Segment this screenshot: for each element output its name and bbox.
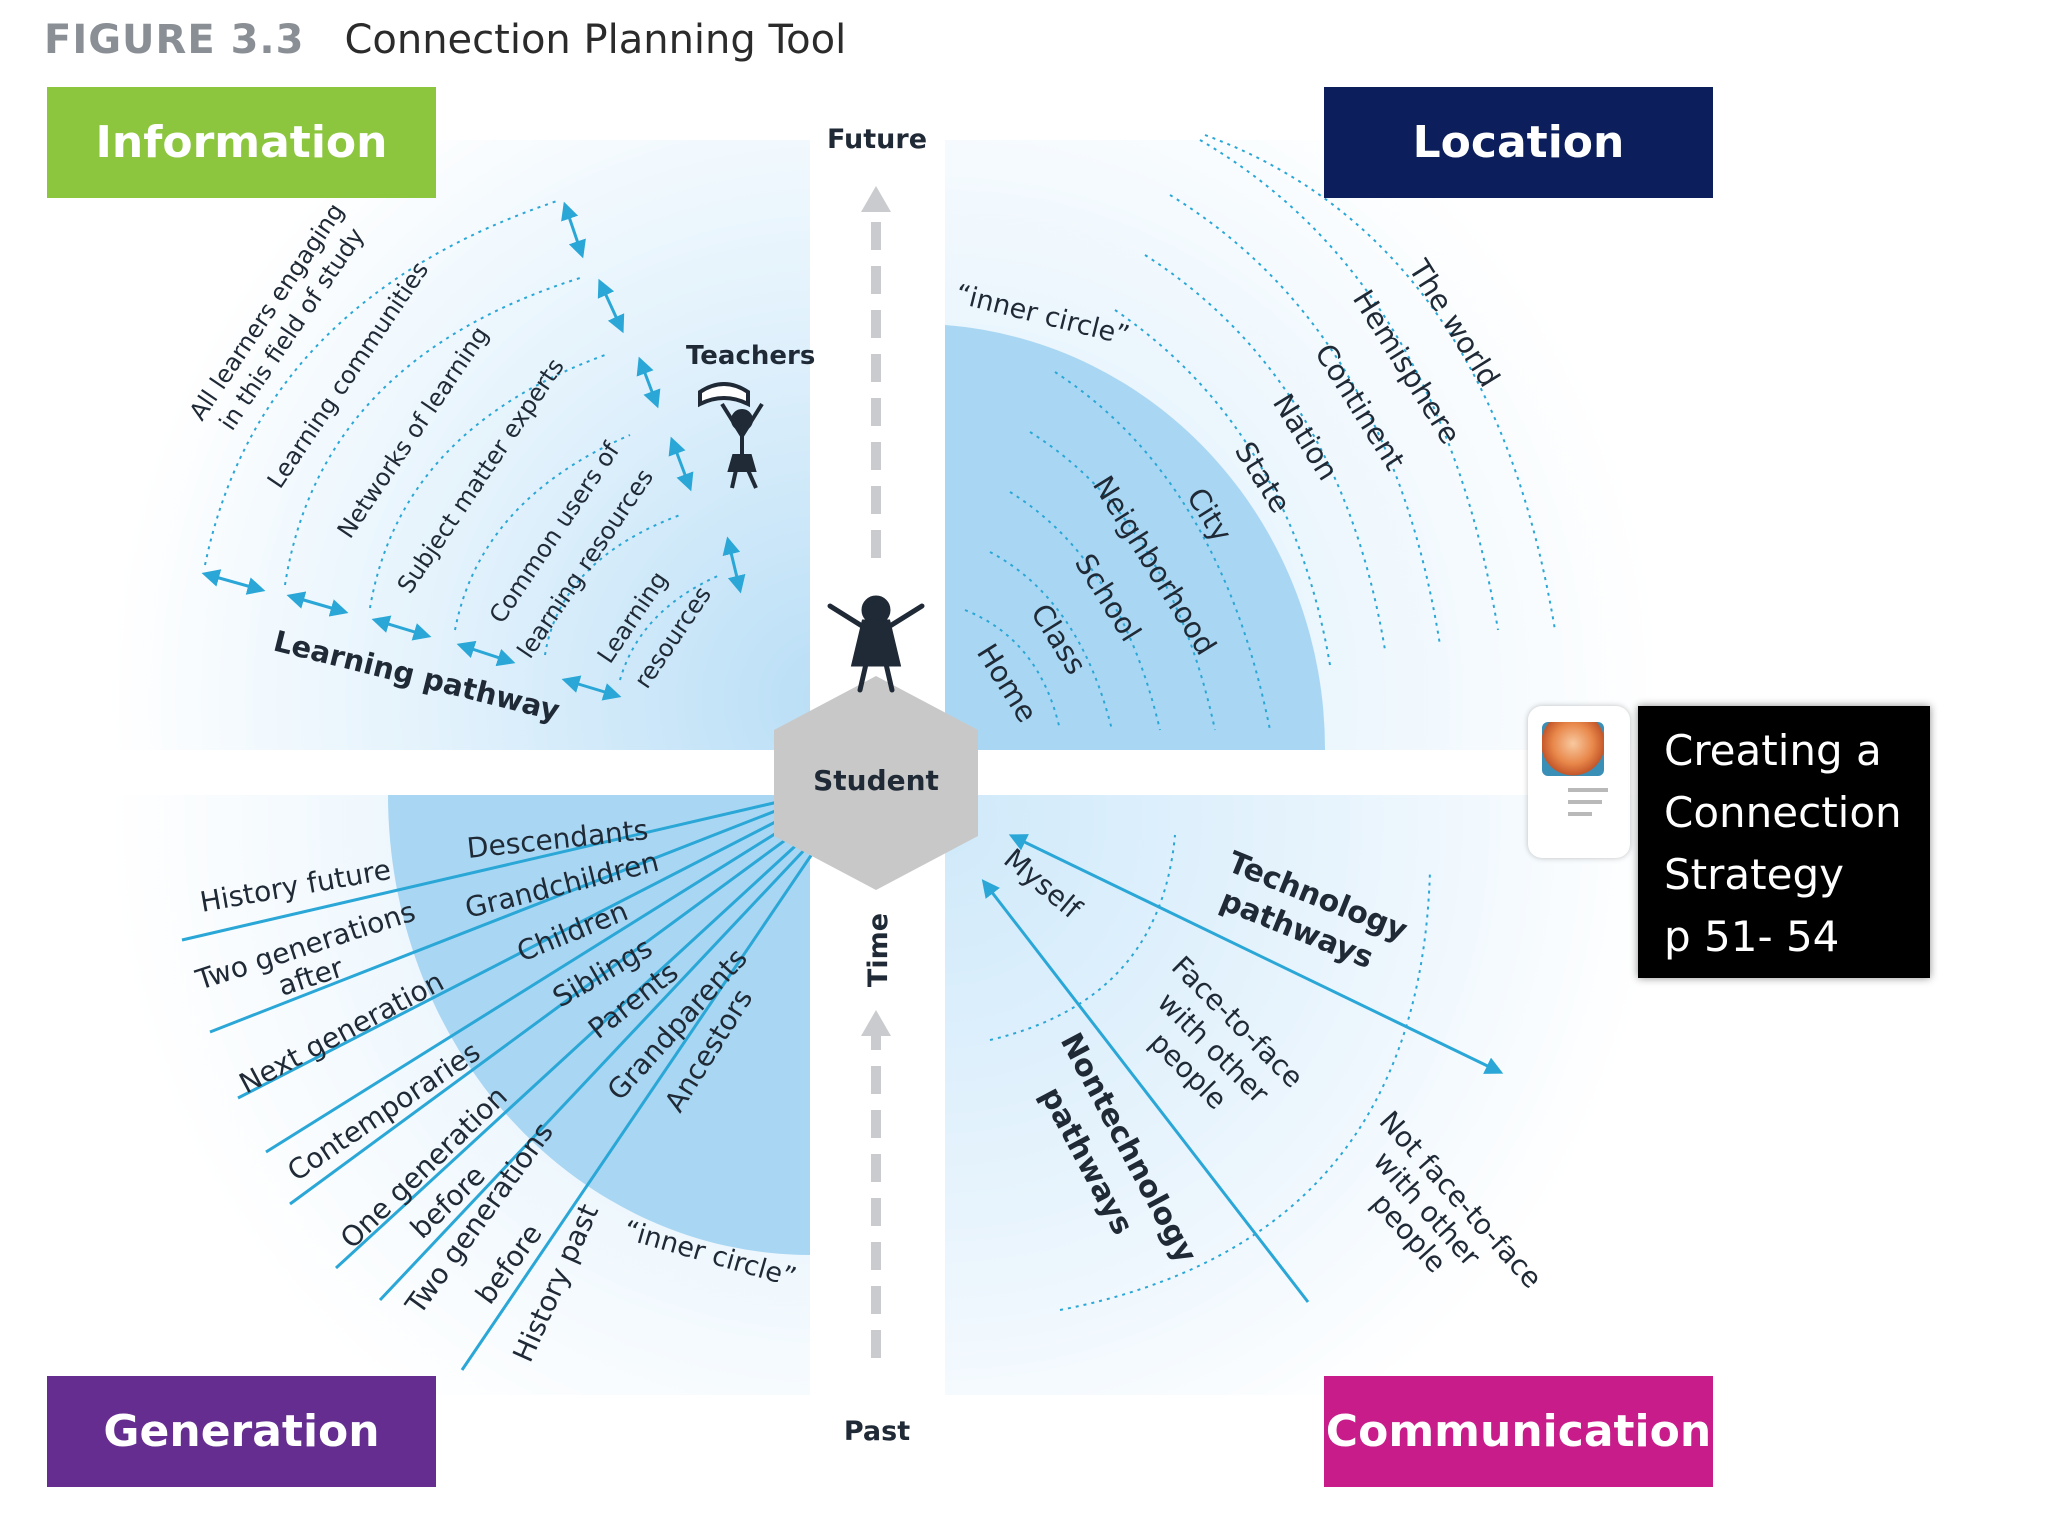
information-category-label: Information	[95, 117, 388, 168]
figure-heading: FIGURE 3.3 Connection Planning Tool	[44, 10, 846, 70]
figure-title: Connection Planning Tool	[344, 17, 847, 63]
generation-category-label: Generation	[103, 1406, 380, 1457]
teacher-figure-icon	[698, 382, 764, 489]
student-figure-icon	[827, 595, 925, 693]
communication-category-label: Communication	[1325, 1406, 1712, 1457]
generation-lines	[181, 800, 814, 1371]
student-label: Student	[813, 764, 939, 797]
generation-category-box: Generation	[47, 1376, 436, 1487]
note-line-3: Strategy	[1664, 850, 1844, 899]
teachers-label: Teachers	[686, 341, 815, 371]
student-hexagon	[774, 676, 978, 890]
location-inner-circle	[945, 325, 1326, 750]
note-line-4: p 51- 54	[1664, 912, 1840, 961]
note-line-2: Connection	[1664, 788, 1902, 837]
location-category-label: Location	[1412, 117, 1625, 168]
information-quadrant	[40, 140, 810, 750]
book-cover-thumbnail[interactable]	[1528, 706, 1630, 858]
past-label: Past	[844, 1416, 910, 1447]
book-cover-image	[1542, 722, 1604, 776]
communication-arrows	[981, 834, 1504, 1303]
figure-number: FIGURE 3.3	[44, 17, 305, 63]
future-label: Future	[827, 124, 927, 155]
connection-strategy-note: Creating a Connection Strategy p 51- 54	[1638, 706, 1930, 978]
time-arrowhead	[861, 1010, 891, 1036]
information-pathway-arrows	[201, 201, 746, 701]
information-rings	[204, 199, 721, 681]
time-label: Time	[863, 913, 894, 987]
location-rings	[964, 134, 1556, 731]
future-arrowhead	[861, 186, 891, 212]
note-line-1: Creating a	[1664, 726, 1882, 775]
information-category-box: Information	[47, 87, 436, 198]
communication-category-box: Communication	[1324, 1376, 1713, 1487]
location-category-box: Location	[1324, 87, 1713, 198]
